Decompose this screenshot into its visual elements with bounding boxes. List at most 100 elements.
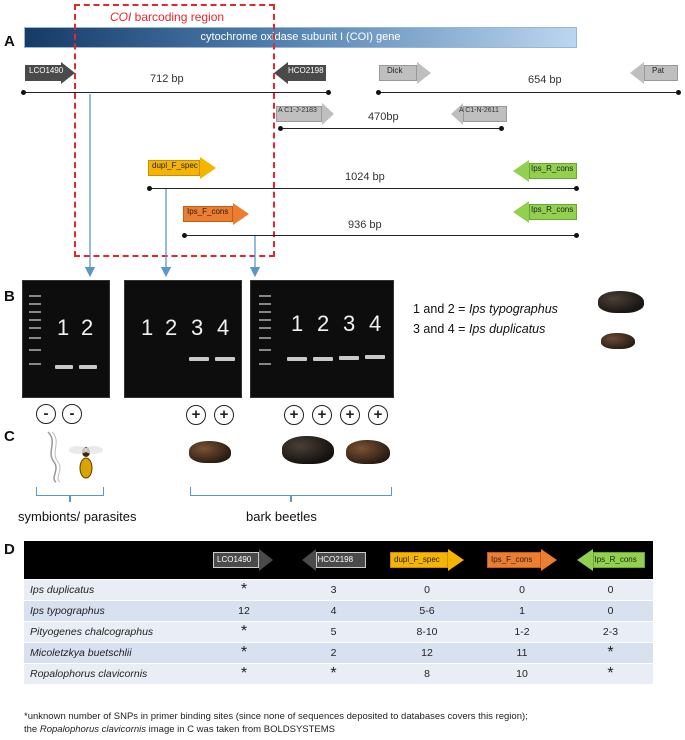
ips-f-cons-primer-arrow: Ips_F_cons (183, 203, 249, 225)
dupl-amplicon-line (149, 188, 577, 189)
table-header-ips-r-cons: Ips_R_cons (568, 541, 653, 580)
snp-cell: 8 (378, 663, 476, 684)
bark-beetles-label: bark beetles (246, 509, 317, 524)
ac1j2183-primer-arrow: A C1-J-2183 (276, 103, 334, 125)
ips-f-cons-label: Ips_F_cons (187, 207, 229, 216)
table-row: Ips typographus 12 4 5-6 1 0 (24, 600, 653, 622)
snp-cell: * (199, 579, 289, 601)
ac1n2611-label: A C1-N-2611 (459, 107, 499, 114)
gel-image-1: 1 2 (22, 280, 110, 398)
amplicon-end-dot (376, 90, 381, 95)
dick-pat-amplicon-line (378, 92, 678, 93)
snp-cell: 0 (476, 579, 568, 601)
amplicon-end-dot (147, 186, 152, 191)
gel-band (189, 357, 209, 361)
table-header-dupl-f-spec: dupl_F_spec (378, 541, 476, 580)
gel-band (287, 357, 307, 361)
panel-label-d: D (4, 541, 15, 558)
table-header-hco2198: HCO2198 (289, 541, 378, 580)
ips-r-cons-primer-arrow: Ips_R_cons (513, 160, 577, 182)
amplicon-end-dot (21, 90, 26, 95)
amplicon-end-dot (326, 90, 331, 95)
dupl-f-spec-label: dupl_F_spec (152, 161, 198, 170)
species-cell: Ropalophorus clavicornis (24, 663, 199, 684)
amplicon-end-dot (574, 233, 579, 238)
dupl-f-spec-primer-arrow: dupl_F_spec (148, 157, 216, 179)
footnote-line-1: *unknown number of SNPs in primer bindin… (24, 711, 528, 722)
gel2-lane-1: 1 (141, 315, 154, 340)
gel-band (365, 355, 385, 359)
lco1490-label: LCO1490 (29, 66, 64, 75)
coi-barcoding-region-box (74, 4, 275, 257)
table-row: Pityogenes chalcographus * 5 8-10 1-2 2-… (24, 621, 653, 643)
snp-cell: 12 (378, 642, 476, 664)
snp-cell: 10 (476, 663, 568, 684)
panel-label-c: C (4, 428, 15, 445)
wasp-image (69, 446, 103, 479)
gel-band (55, 365, 73, 369)
table-header-blank (24, 541, 199, 580)
pat-label: Pat (652, 66, 665, 75)
species-cell: Micoletzkya buetschlii (24, 642, 199, 664)
gel2-lane-2: 2 (165, 315, 178, 340)
nematode-image (47, 431, 61, 483)
result-positive: + (340, 405, 360, 425)
snp-cell: 5 (289, 621, 378, 643)
pat-primer-arrow: Pat (630, 62, 678, 84)
result-positive: + (284, 405, 304, 425)
footnote-line-2: the Ropalophorus clavicornis image in C … (24, 724, 336, 735)
lco-hco-amplicon-size: 712 bp (150, 73, 184, 85)
gel2-lane-4: 4 (217, 315, 230, 340)
ips-amplicon-line (184, 235, 577, 236)
snp-cell: * (568, 663, 653, 684)
ips-duplicatus-image (601, 333, 635, 349)
gel-image-3: 1 2 3 4 (250, 280, 394, 398)
lco1490-primer-arrow: LCO1490 (25, 62, 75, 84)
ac1-amplicon-line (280, 128, 502, 129)
snp-cell: 2 (289, 642, 378, 664)
amplicon-end-dot (278, 126, 283, 131)
gel3-lane-2: 2 (317, 311, 330, 336)
bark-beetle-image-1 (189, 441, 231, 463)
panel-label-a: A (4, 33, 15, 50)
table-row: Ips duplicatus * 3 0 0 0 (24, 579, 653, 601)
dick-label: Dick (387, 66, 403, 75)
amplicon-end-dot (182, 233, 187, 238)
amplicon-end-dot (499, 126, 504, 131)
snp-cell: 5-6 (378, 600, 476, 622)
snp-cell: 2-3 (568, 621, 653, 643)
result-positive: + (312, 405, 332, 425)
snp-cell: 1-2 (476, 621, 568, 643)
species-cell: Ips typographus (24, 600, 199, 622)
table-header-ips-f-cons: Ips_F_cons (476, 541, 568, 580)
snp-table: LCO1490 HCO2198 dupl_F_spec Ips_F_cons (24, 541, 653, 684)
lco-hco-amplicon-line (23, 92, 329, 93)
gel-band (313, 357, 333, 361)
ips-amplicon-size: 936 bp (348, 219, 382, 231)
dick-pat-amplicon-size: 654 bp (528, 74, 562, 86)
legend-ips-typographus: 1 and 2 = Ips typographus (413, 302, 558, 316)
amplicon-end-dot (574, 186, 579, 191)
symbionts-label: symbionts/ parasites (18, 509, 137, 524)
snp-cell: * (568, 642, 653, 664)
gel-band (79, 365, 97, 369)
ac1-amplicon-size: 470bp (368, 111, 399, 123)
snp-cell: * (199, 621, 289, 643)
species-cell: Pityogenes chalcographus (24, 621, 199, 643)
result-negative: - (62, 404, 82, 424)
coi-gene-label: cytochrome oxidase subunit I (COI) gene (200, 31, 401, 43)
gel2-lane-3: 3 (191, 315, 204, 340)
ips-r-cons-label: Ips_R_cons (531, 164, 574, 173)
snp-cell: * (289, 663, 378, 684)
gel3-lane-3: 3 (343, 311, 356, 336)
ips-r-cons-primer-arrow: Ips_R_cons (513, 201, 577, 223)
hco2198-primer-arrow: HCO2198 (274, 62, 326, 84)
ac1n2611-primer-arrow: A C1-N-2611 (451, 103, 507, 125)
table-row: Micoletzkya buetschlii * 2 12 11 * (24, 642, 653, 664)
gel3-lane-1: 1 (291, 311, 304, 336)
ips-typographus-image (598, 291, 644, 313)
result-positive: + (214, 405, 234, 425)
gel-band (339, 356, 359, 360)
bark-beetle-image-3 (346, 440, 390, 464)
snp-cell: 4 (289, 600, 378, 622)
